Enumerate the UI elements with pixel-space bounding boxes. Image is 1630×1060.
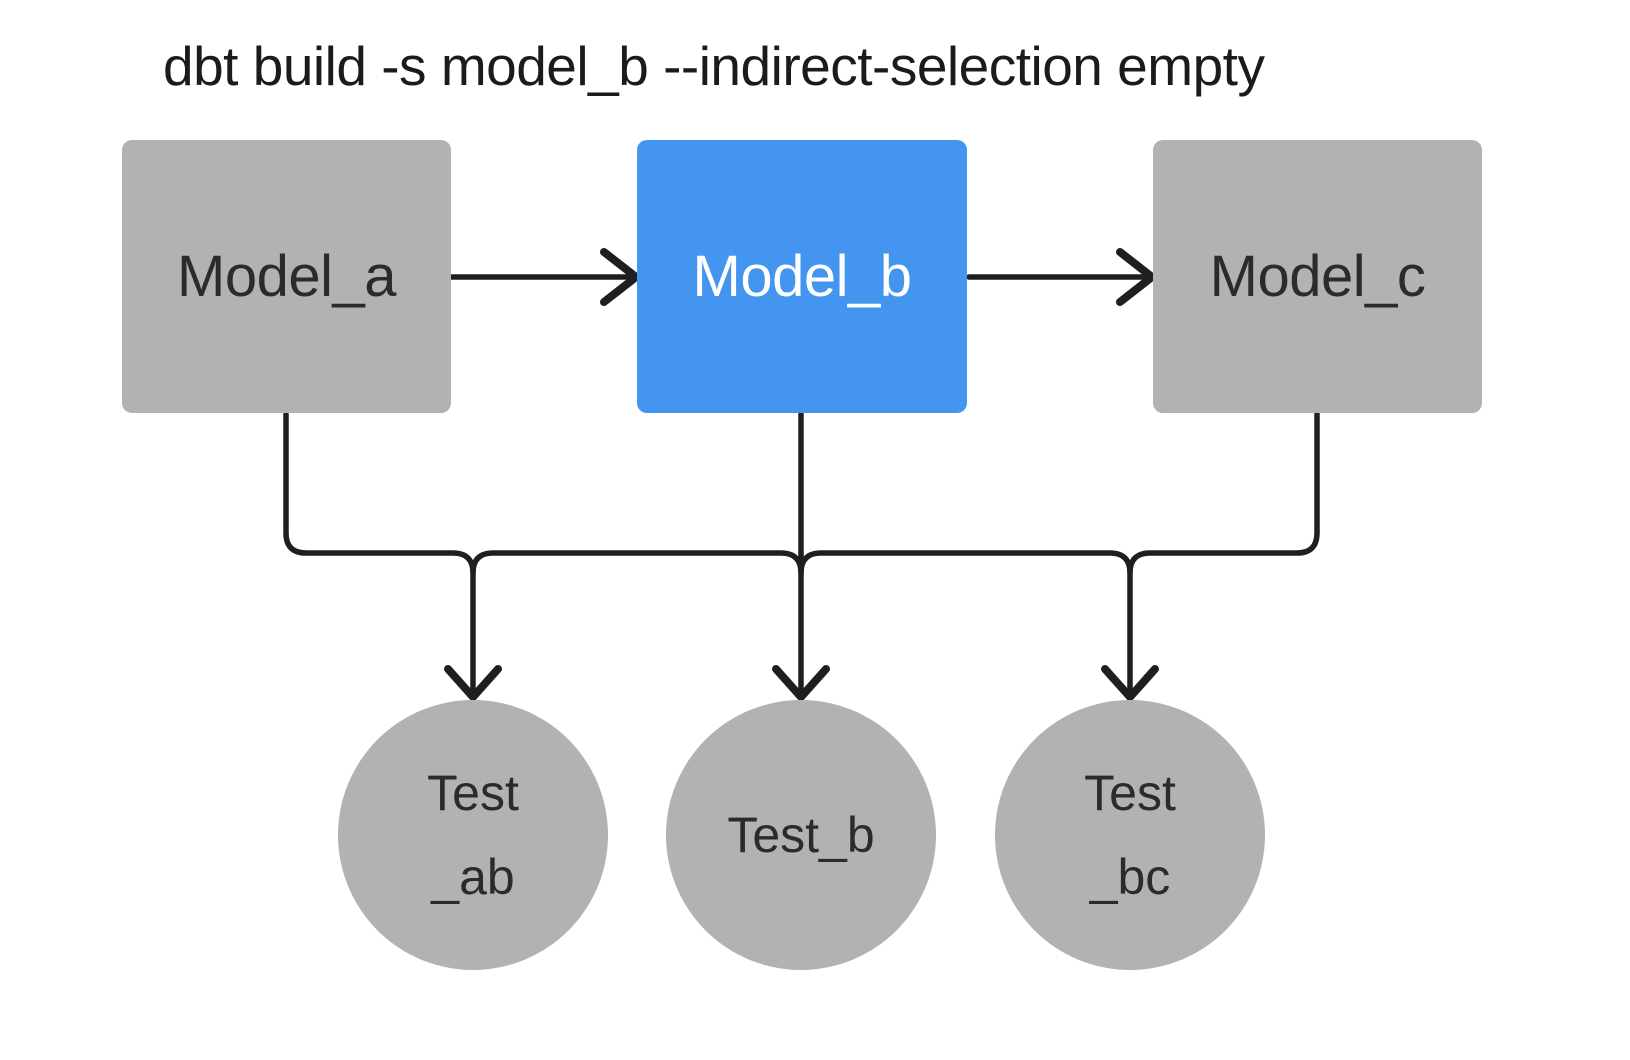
- node-model-b-selected: Model_b: [637, 140, 967, 413]
- diagram-title: dbt build -s model_b --indirect-selectio…: [163, 35, 1265, 97]
- node-model-b-label: Model_b: [692, 244, 912, 309]
- edge-bus-right: [798, 550, 1133, 576]
- arrowhead-test-b-icon: [772, 665, 830, 701]
- node-test-bc: Test _bc: [995, 700, 1265, 970]
- node-model-a-label: Model_a: [177, 244, 396, 309]
- edge-bus-left: [470, 550, 804, 576]
- node-test-ab-label-line1: Test: [427, 765, 519, 821]
- node-test-ab-label-line2: _ab: [431, 849, 515, 905]
- arrowhead-model-c-icon: [1116, 248, 1156, 306]
- arrowhead-model-b-icon: [600, 248, 640, 306]
- node-model-c-label: Model_c: [1209, 244, 1426, 309]
- node-test-ab: Test _ab: [338, 700, 608, 970]
- node-test-bc-label-line1: Test: [1084, 765, 1176, 821]
- node-test-b: Test_b: [666, 700, 936, 970]
- node-test-bc-label-line2: _bc: [1089, 849, 1171, 905]
- arrowhead-test-ab-icon: [444, 665, 502, 701]
- edge-model-c-to-test-bc: [1127, 411, 1320, 695]
- node-test-b-label-line1: Test_b: [727, 807, 875, 863]
- node-model-a: Model_a: [122, 140, 451, 413]
- node-model-c: Model_c: [1153, 140, 1482, 413]
- edge-model-a-to-test-ab: [283, 411, 476, 695]
- arrowhead-test-bc-icon: [1101, 665, 1159, 701]
